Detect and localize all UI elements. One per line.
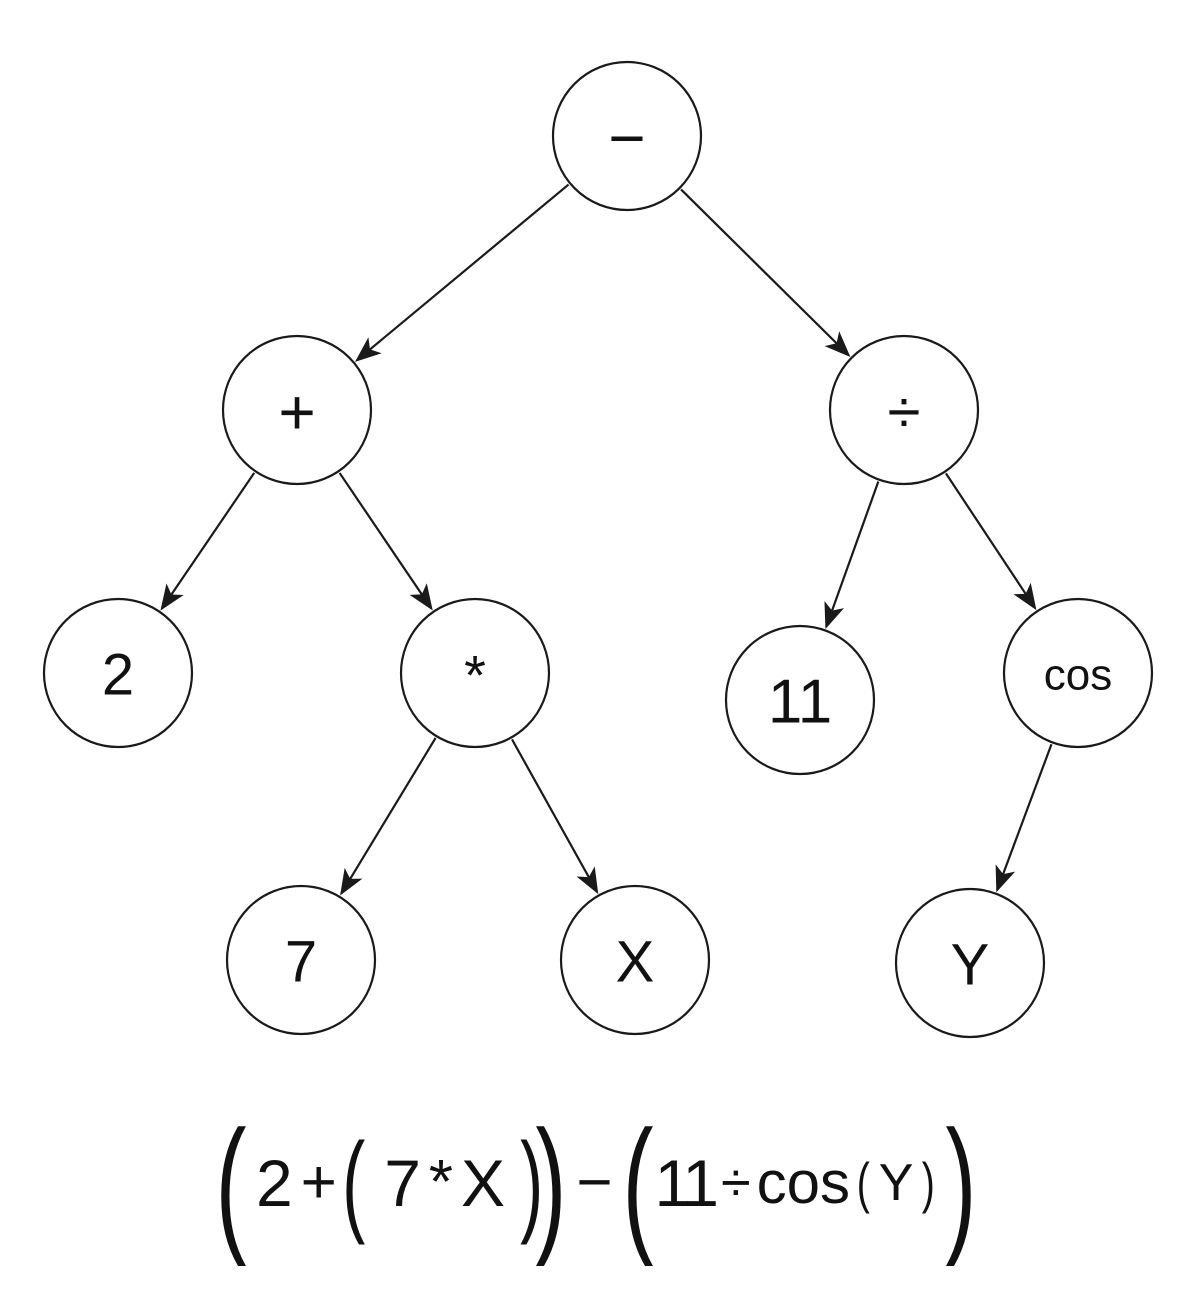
node-label-cos: cos [1044, 651, 1112, 700]
edge-times-to-seven [340, 737, 437, 896]
node-label-two: 2 [102, 643, 134, 708]
edge-minus-to-divide [680, 188, 851, 357]
edge-plus-to-two [160, 472, 256, 611]
edge-cos-to-y [995, 743, 1053, 893]
outer-left-open-paren: ( [215, 1099, 247, 1267]
small-close-paren: ) [922, 1151, 936, 1214]
node-cos: cos [1002, 597, 1154, 749]
node-label-minus: − [608, 102, 645, 174]
node-eleven: 11 [724, 624, 876, 776]
node-circle-seven [225, 884, 377, 1036]
node-label-seven: 7 [285, 930, 317, 995]
node-circle-times [399, 597, 551, 749]
node-x: X [559, 884, 711, 1036]
node-label-y: Y [951, 933, 990, 998]
node-circle-two [42, 597, 194, 749]
expr-seven: 7 [384, 1146, 421, 1220]
node-label-eleven: 11 [768, 668, 832, 737]
node-circle-plus [221, 334, 373, 486]
expr-two: 2 [255, 1146, 293, 1220]
tree-edges [160, 183, 1053, 896]
expr-divide: ÷ [721, 1153, 751, 1213]
expr-eleven: 11 [654, 1146, 719, 1220]
node-label-x: X [616, 930, 655, 995]
expr-y: Y [878, 1154, 914, 1212]
infix-expression: ( 2 + ( 7 * X ) ) − ( 11 ÷ cos ( Y ) ) [0, 1108, 1192, 1258]
node-circle-y [894, 887, 1046, 1039]
expr-plus: + [300, 1148, 337, 1217]
edge-plus-to-times [338, 472, 433, 611]
small-open-paren: ( [856, 1151, 870, 1214]
expr-times: * [428, 1148, 454, 1217]
node-circle-x [559, 884, 711, 1036]
expr-cos: cos [756, 1149, 851, 1216]
node-label-divide: ÷ [888, 379, 921, 446]
inner-close-paren: ) [520, 1120, 544, 1245]
outer-left-close-paren: ) [535, 1099, 567, 1267]
node-circle-cos [1002, 597, 1154, 749]
node-minus: − [551, 60, 703, 212]
outer-right-close-paren: ) [945, 1099, 977, 1267]
edge-divide-to-eleven [824, 481, 880, 630]
inner-open-paren: ( [341, 1120, 366, 1245]
node-label-plus: + [278, 376, 315, 448]
edge-times-to-x [511, 738, 599, 895]
outer-right-open-paren: ( [622, 1099, 654, 1267]
node-plus: + [221, 334, 373, 486]
node-two: 2 [42, 597, 194, 749]
expr-minus: − [576, 1148, 613, 1217]
node-times: * [399, 597, 551, 749]
expr-x: X [461, 1146, 506, 1220]
node-circle-eleven [724, 624, 876, 776]
node-divide: ÷ [828, 334, 980, 486]
node-circle-divide [828, 334, 980, 486]
node-label-times: * [464, 644, 486, 707]
edge-minus-to-plus [355, 183, 570, 362]
tree-nodes: − + ÷ 2 * 11 cos 7 X Y [42, 60, 1154, 1039]
node-circle-minus [551, 60, 703, 212]
node-seven: 7 [225, 884, 377, 1036]
edge-divide-to-cos [945, 472, 1037, 611]
node-y: Y [894, 887, 1046, 1039]
